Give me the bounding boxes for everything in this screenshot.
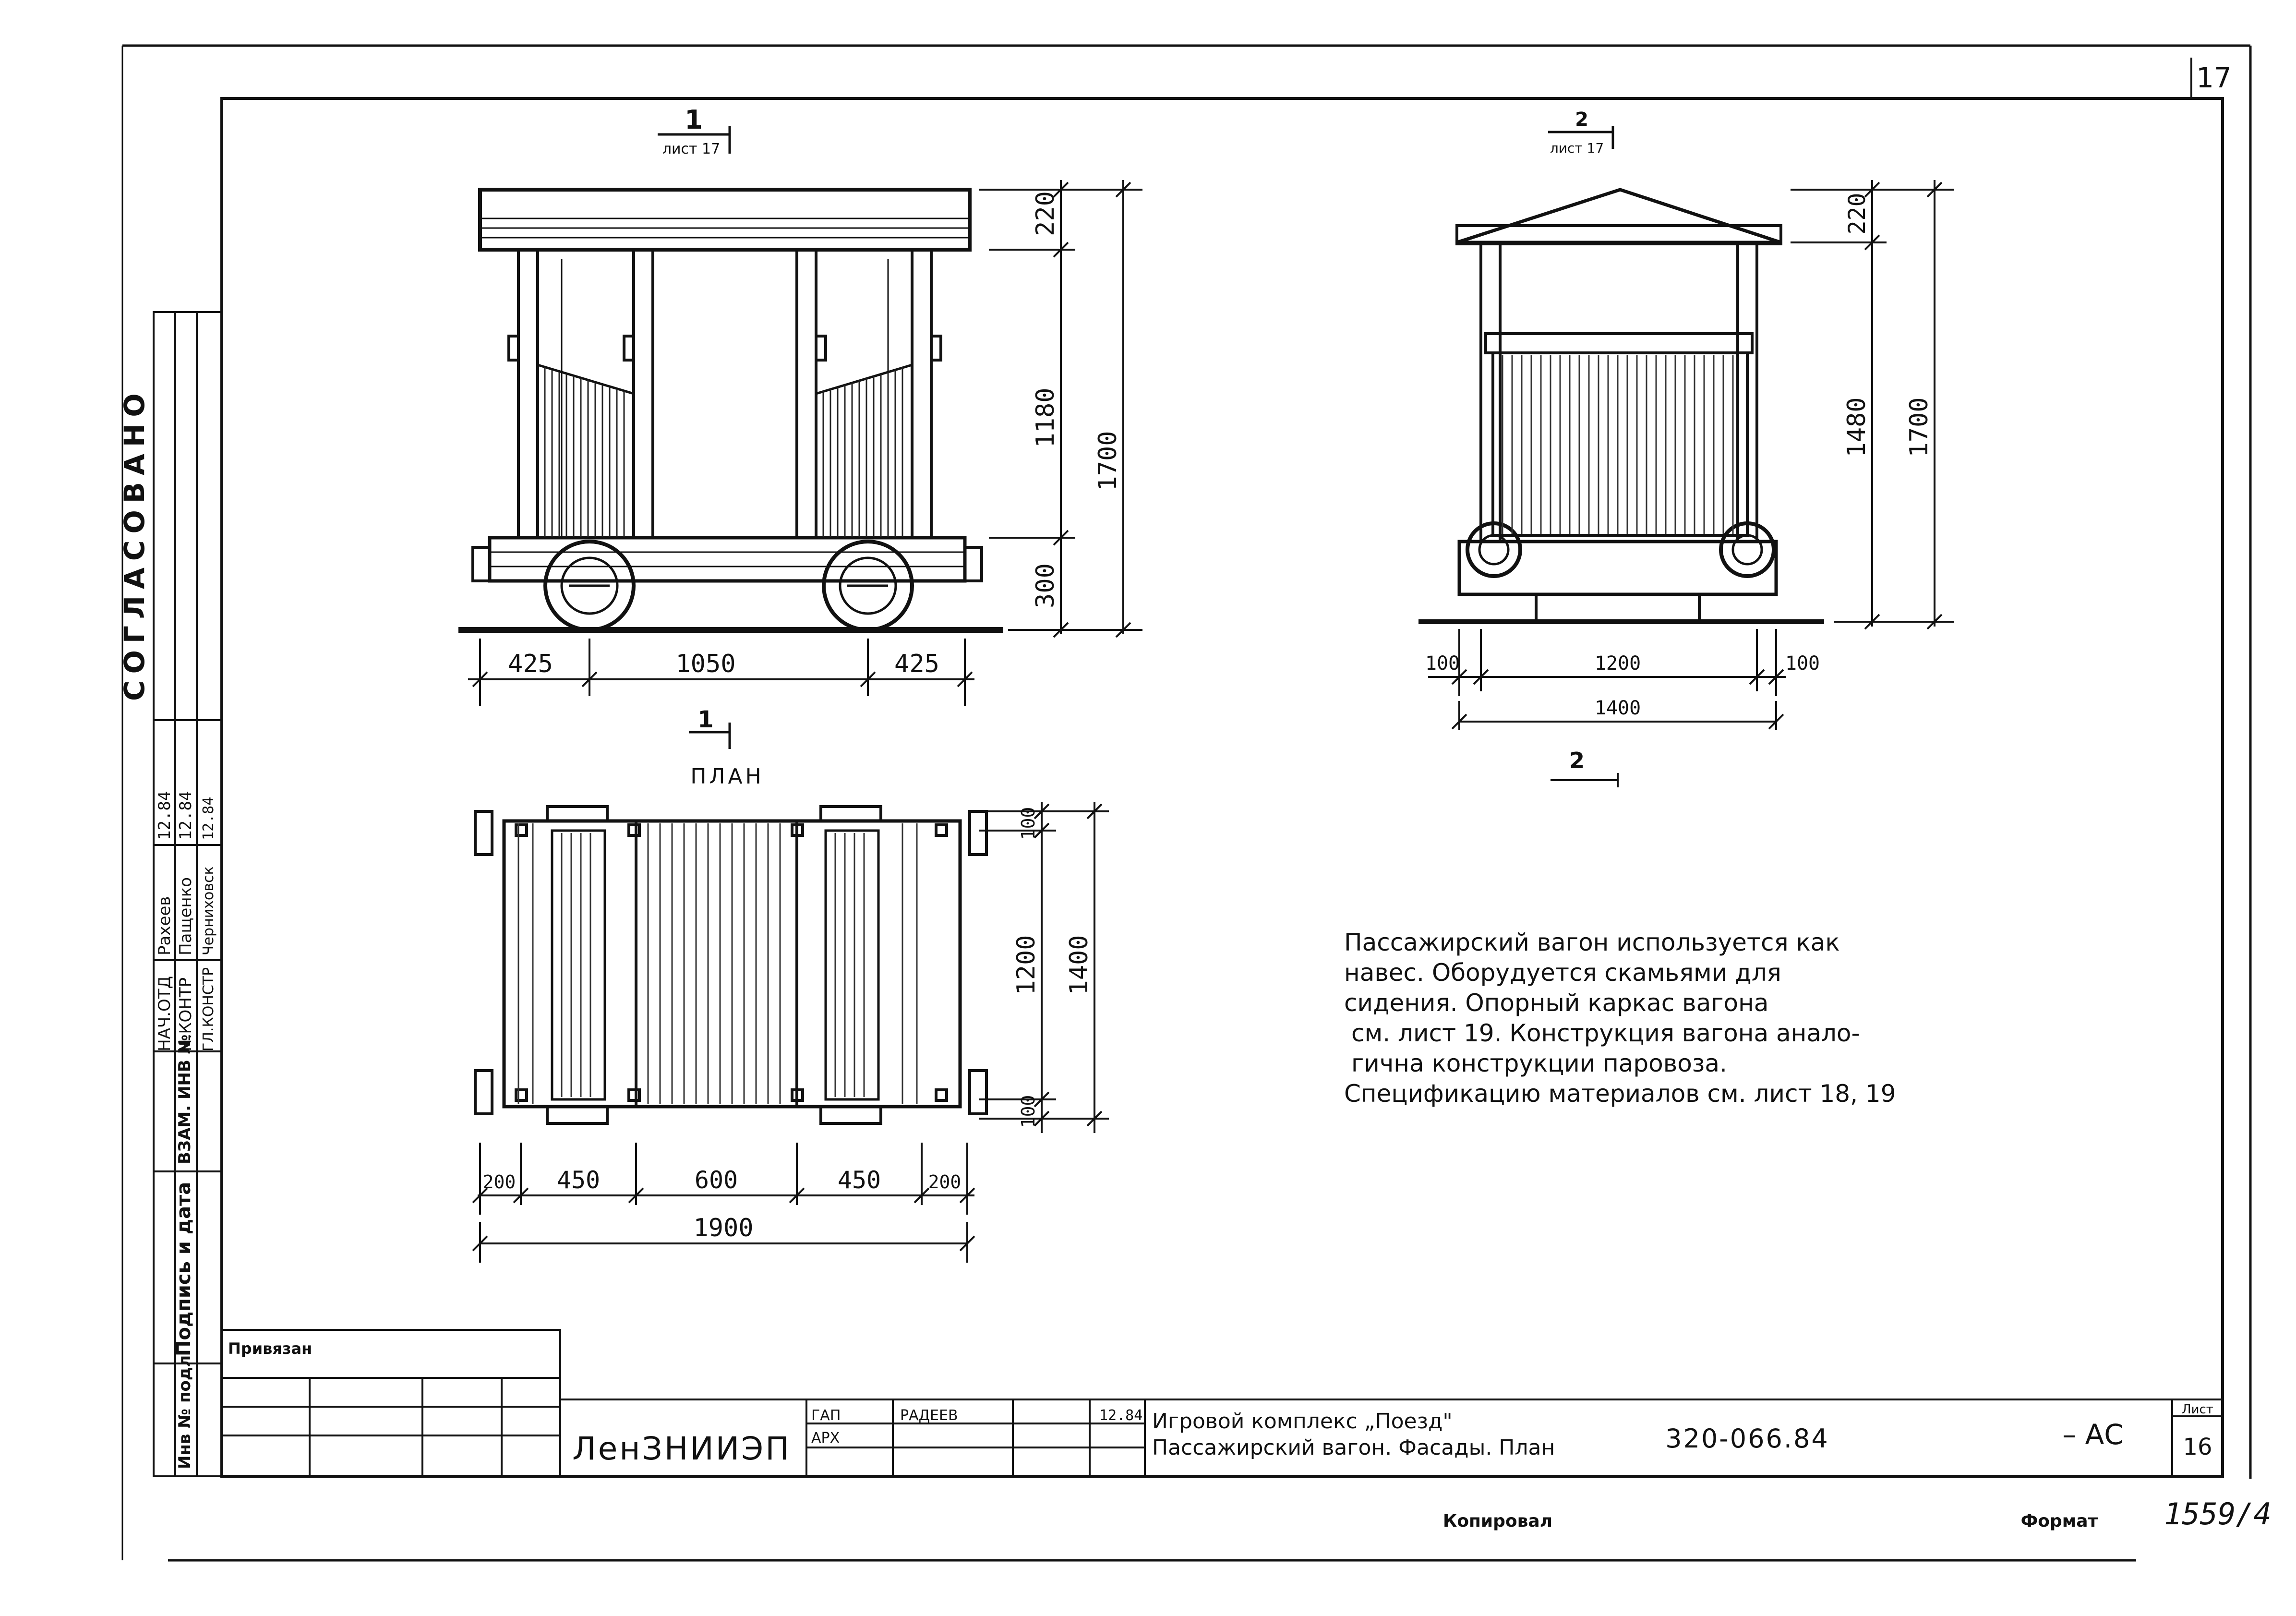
sheet-frame <box>121 44 2252 1562</box>
sheet-label: Лист <box>2182 1402 2213 1417</box>
side-dim-1480: 1480 <box>1842 397 1871 457</box>
front-dim-1050: 1050 <box>675 650 735 678</box>
title-block-text: ЛенЗНИИЭП ГАП РАДЕЕВ 12.84 АРХ Игровой к… <box>572 1402 2213 1467</box>
front-dim-425-left: 425 <box>508 650 553 678</box>
side-dimension-labels: 220 1480 1700 100 1200 100 1400 2 <box>1425 193 1934 773</box>
front-elevation <box>458 188 1003 633</box>
plan-section-number: 1 <box>697 706 713 733</box>
title-block <box>559 1399 2224 1477</box>
plan-floor-hatching <box>517 823 918 1104</box>
note-line-3: сидения. Опорный каркас вагона <box>1344 989 1768 1017</box>
approved-label: СОГЛАСОВАНО <box>118 386 151 701</box>
side-section-mark <box>1548 126 1614 149</box>
stamp-name-1: Рахеев <box>155 896 174 955</box>
plan-dim-1900: 1900 <box>693 1214 753 1242</box>
front-dim-1180: 1180 <box>1031 387 1060 447</box>
role-arch: АРХ <box>811 1430 840 1447</box>
note-line-2: навес. Оборудуется скамьями для <box>1344 959 1781 987</box>
date-gap: 12.84 <box>1099 1407 1142 1424</box>
side-dim-1700: 1700 <box>1905 397 1934 457</box>
side-dim-100-right: 100 <box>1785 652 1820 675</box>
stamp-role-3: ГЛ.КОНСТР <box>200 967 217 1051</box>
note-line-6: Спецификацию материалов см. лист 18, 19 <box>1344 1080 1896 1108</box>
plan-dim-200-right: 200 <box>928 1171 962 1193</box>
side-section-sheet: лист 17 <box>1550 140 1604 156</box>
side-dim-1200: 1200 <box>1595 652 1641 675</box>
stamp-date-1: 12.84 <box>155 791 174 840</box>
side-approval-stamp <box>153 311 223 1477</box>
side-dim-220: 220 <box>1844 193 1871 235</box>
note-block: Пассажирский вагон используется как наве… <box>1344 929 1896 1108</box>
plan-dim-1400: 1400 <box>1065 935 1094 995</box>
document-code: 320-066.84 <box>1665 1423 1829 1454</box>
stamp-role-1: НАЧ.ОТД <box>155 976 174 1051</box>
plan-section-mark <box>689 723 731 749</box>
stamp-role-2: Н.КОНТР <box>176 977 195 1051</box>
note-line-1: Пассажирский вагон используется как <box>1344 929 1840 956</box>
plan-view <box>474 805 988 1125</box>
stage-code: – АС <box>2062 1418 2124 1451</box>
front-section-number: 1 <box>685 105 703 135</box>
front-dimensions <box>468 180 1142 706</box>
bound-label: Привязан <box>228 1339 312 1358</box>
front-bench-hatching <box>544 367 903 537</box>
bound-block <box>221 1329 561 1477</box>
archive-number: 1559/4 <box>2164 1496 2272 1532</box>
side-dimensions <box>1428 180 1954 787</box>
side-bottom-mark: 2 <box>1569 748 1585 773</box>
plan-dimensions <box>472 802 1109 1263</box>
side-wall-hatching <box>1502 355 1734 534</box>
side-dim-100-left: 100 <box>1425 652 1460 675</box>
plan-dim-1200: 1200 <box>1012 935 1041 995</box>
front-dim-300: 300 <box>1031 563 1060 608</box>
plan-dimension-labels: 100 1200 100 1400 200 450 600 450 200 19… <box>483 807 1094 1242</box>
stamp-name-3: Черниховск <box>200 866 217 955</box>
project-line-1: Игровой комплекс „Поезд" <box>1152 1409 1453 1434</box>
front-dimension-labels: 220 1180 300 1700 425 1050 425 <box>508 191 1122 678</box>
side-dim-1400: 1400 <box>1595 697 1641 719</box>
front-section-sheet: лист 17 <box>662 141 720 157</box>
plan-dim-450-right: 450 <box>838 1166 881 1194</box>
stamp-date-3: 12.84 <box>200 797 217 840</box>
plan-dim-450-left: 450 <box>557 1166 600 1194</box>
format-label: Формат <box>2021 1511 2098 1531</box>
plan-dim-100-top: 100 <box>1018 807 1039 840</box>
side-section-number: 2 <box>1575 109 1588 131</box>
sheet-value: 16 <box>2183 1434 2212 1460</box>
note-line-4: см. лист 19. Конструкция вагона анало- <box>1351 1019 1860 1047</box>
side-elevation <box>1418 188 1824 624</box>
plan-dim-200-left: 200 <box>483 1171 516 1193</box>
plan-title: ПЛАН <box>690 764 764 789</box>
front-dim-1700: 1700 <box>1094 431 1122 491</box>
inv-replace-label: ВЗАМ. ИНВ № <box>175 1034 194 1164</box>
plan-dim-600: 600 <box>695 1166 738 1194</box>
project-line-2: Пассажирский вагон. Фасады. План <box>1152 1435 1555 1460</box>
sheet-number-top: 17 <box>2196 61 2232 94</box>
front-dim-220: 220 <box>1031 191 1060 236</box>
name-gap: РАДЕЕВ <box>900 1407 958 1424</box>
sign-date-label: Подпись и дата <box>173 1182 195 1356</box>
inv-orig-label: Инв № подл <box>175 1355 194 1469</box>
plan-dim-100-bottom: 100 <box>1018 1095 1039 1128</box>
side-stamp-rows: НАЧ.ОТД Рахеев 12.84 Н.КОНТР Пащенко 12.… <box>155 791 217 1469</box>
note-line-5: гична конструкции паровоза. <box>1351 1049 1727 1077</box>
role-gap: ГАП <box>811 1407 841 1424</box>
copied-label: Копировал <box>1443 1511 1552 1531</box>
front-dim-425-right: 425 <box>894 650 939 678</box>
stamp-name-2: Пащенко <box>176 877 195 955</box>
stamp-date-2: 12.84 <box>176 791 195 840</box>
front-section-mark <box>658 126 731 154</box>
organization-name: ЛенЗНИИЭП <box>572 1430 791 1467</box>
